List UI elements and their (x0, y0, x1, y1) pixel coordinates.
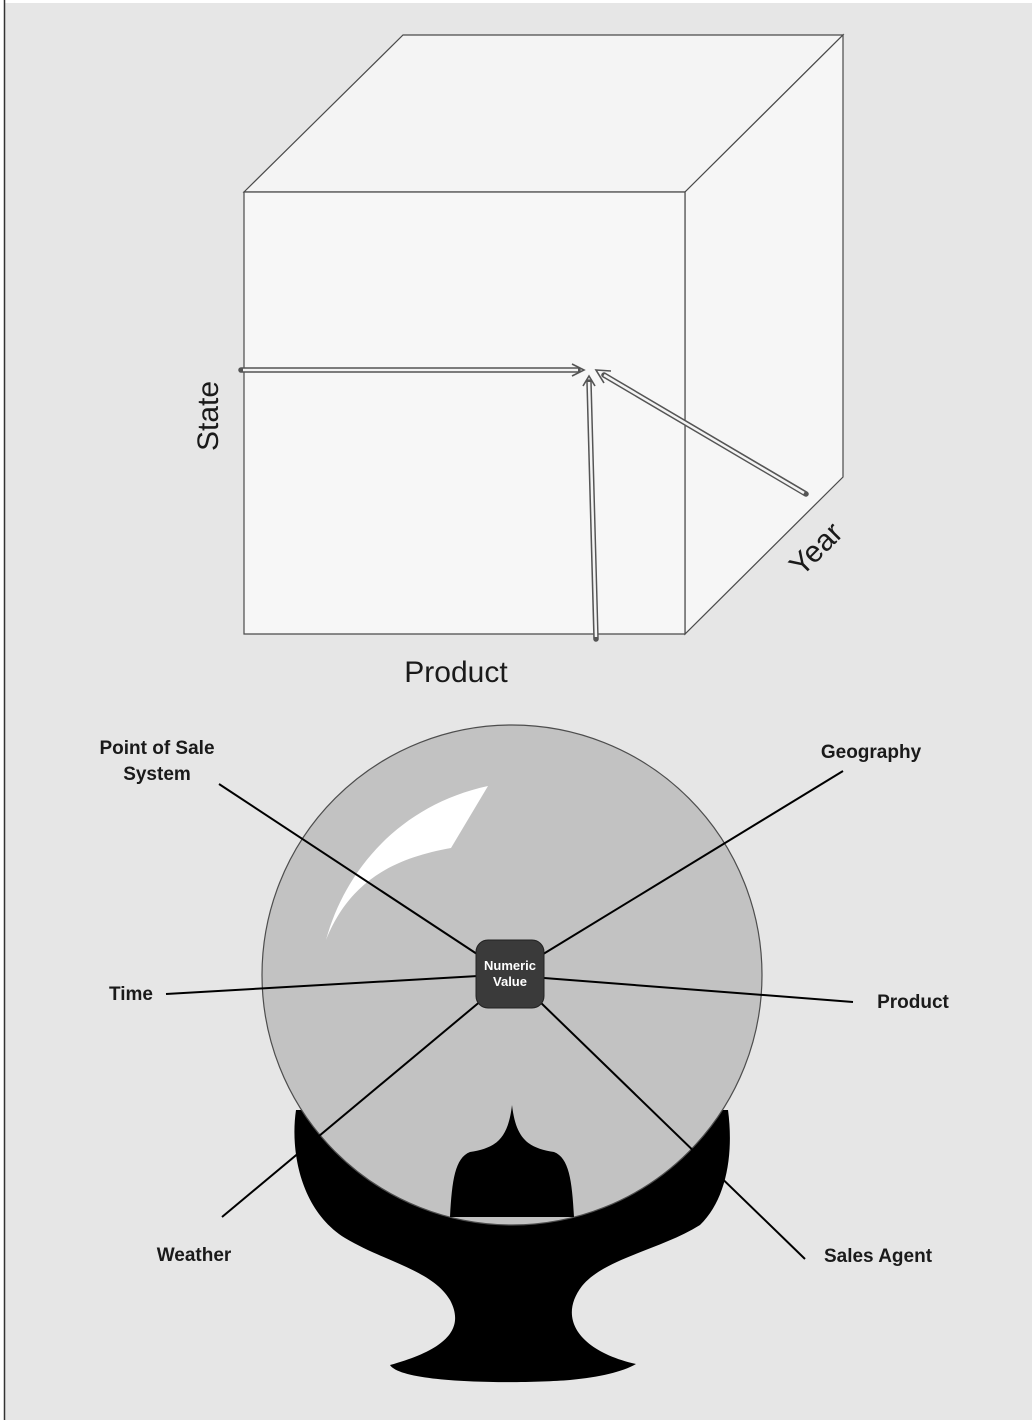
label-weather: Weather (157, 1245, 232, 1266)
axis-label-state: State (192, 381, 225, 451)
numeric-value-label-line1: Numeric (484, 958, 536, 973)
label-time: Time (109, 984, 153, 1005)
label-point-of-sale-line1: Point of Sale (99, 738, 214, 759)
numeric-value-node: Numeric Value (476, 940, 544, 1008)
data-cube (244, 35, 843, 634)
axis-label-product: Product (404, 656, 508, 689)
numeric-value-label-line2: Value (493, 974, 527, 989)
label-sales-agent: Sales Agent (824, 1246, 933, 1267)
label-point-of-sale-line2: System (123, 764, 191, 785)
cube-front-face (244, 192, 685, 634)
label-geography: Geography (821, 742, 922, 763)
label-product: Product (877, 992, 949, 1013)
